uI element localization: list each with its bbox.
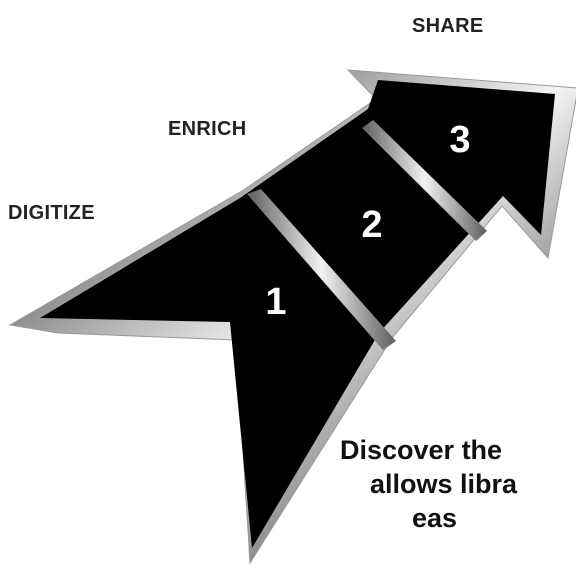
step-separator-2 bbox=[362, 120, 487, 241]
step-number-3: 3 bbox=[449, 119, 470, 161]
step-label-enrich: ENRICH bbox=[168, 118, 247, 140]
step-number-2: 2 bbox=[361, 204, 382, 246]
caption-line-2: allows libra bbox=[370, 469, 518, 499]
caption-line-1: Discover the bbox=[340, 435, 503, 465]
caption-line-3: eas bbox=[412, 503, 458, 533]
arrow-face bbox=[40, 80, 555, 548]
step-separator-1 bbox=[247, 189, 396, 350]
step-label-share: SHARE bbox=[412, 15, 484, 37]
step-label-digitize: DIGITIZE bbox=[8, 202, 95, 224]
step-number-1: 1 bbox=[265, 281, 286, 323]
